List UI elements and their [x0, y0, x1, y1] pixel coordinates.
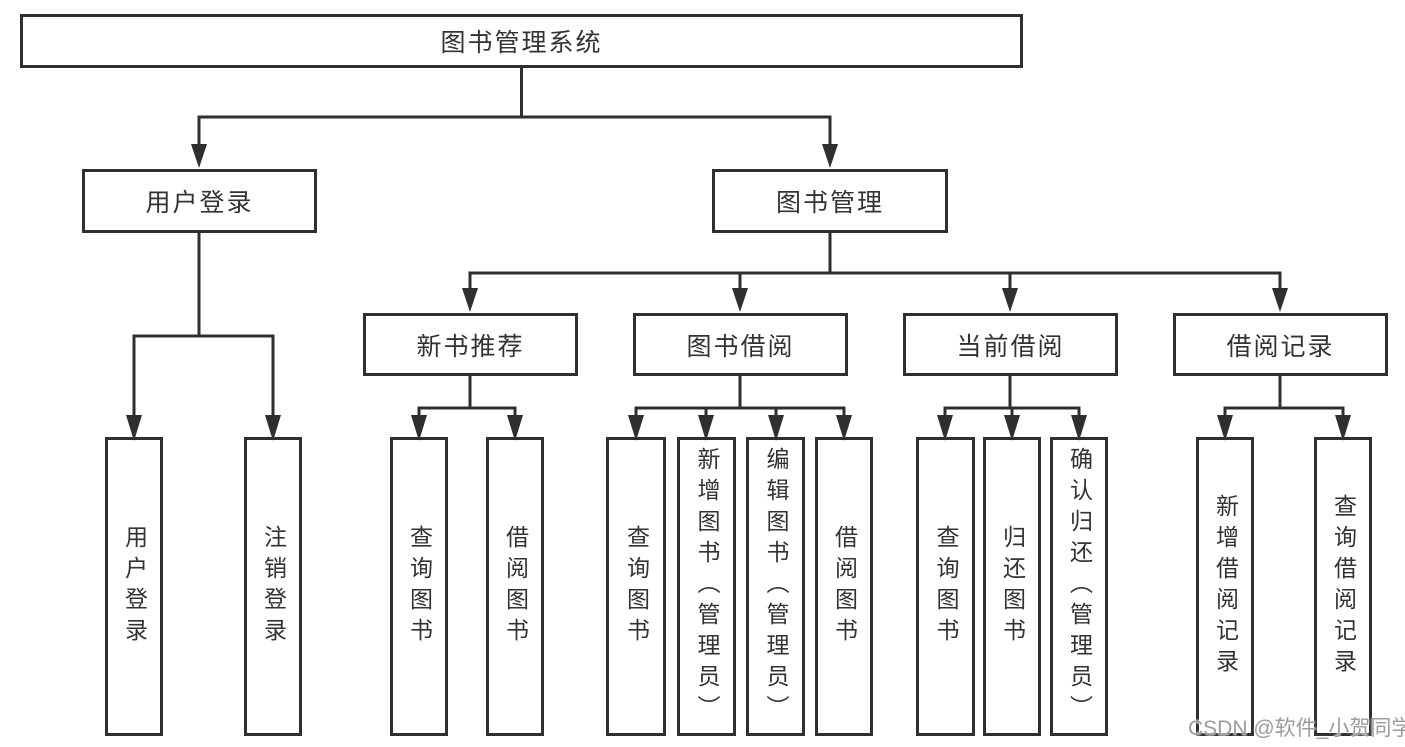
leaf-add-book-admin-label: 新增图书（管理员） [694, 447, 720, 726]
leaf-add-borrow-record: 新增借阅记录 [1196, 437, 1254, 736]
leaf-query-book-recommend: 查询图书 [390, 437, 448, 736]
node-user-login: 用户登录 [82, 169, 317, 233]
node-borrow-record-label: 借阅记录 [1226, 332, 1335, 361]
leaf-borrow-book-recommend: 借阅图书 [486, 437, 544, 736]
leaf-return-book: 归还图书 [983, 437, 1041, 736]
leaf-borrow-book-borrowsec: 借阅图书 [815, 437, 873, 736]
leaf-user-login-label: 用户登录 [121, 524, 148, 649]
node-root-system: 图书管理系统 [20, 14, 1023, 68]
leaf-query-book-borrowsec: 查询图书 [606, 437, 666, 736]
leaf-query-borrow-record: 查询借阅记录 [1314, 437, 1372, 736]
leaf-logout: 注销登录 [244, 437, 302, 736]
node-new-book-recommend-label: 新书推荐 [416, 332, 525, 361]
leaf-edit-book-admin: 编辑图书（管理员） [746, 437, 805, 736]
node-borrow-record: 借阅记录 [1173, 313, 1388, 376]
leaf-query-book-borrowsec-label: 查询图书 [623, 524, 650, 649]
node-root-label: 图书管理系统 [440, 29, 603, 57]
node-current-borrow: 当前借阅 [903, 313, 1118, 376]
leaf-confirm-return-admin: 确认归还（管理员） [1050, 437, 1108, 736]
node-book-borrow-label: 图书借阅 [686, 332, 795, 361]
leaf-query-book-recommend-label: 查询图书 [406, 524, 433, 649]
node-book-borrow: 图书借阅 [633, 313, 848, 376]
leaf-add-borrow-record-label: 新增借阅记录 [1212, 493, 1239, 680]
leaf-return-book-label: 归还图书 [999, 524, 1026, 649]
node-new-book-recommend: 新书推荐 [363, 313, 578, 376]
leaf-borrow-book-borrowsec-label: 借阅图书 [831, 524, 858, 649]
leaf-edit-book-admin-label: 编辑图书（管理员） [763, 447, 789, 726]
node-book-management-label: 图书管理 [775, 189, 884, 217]
leaf-borrow-book-recommend-label: 借阅图书 [502, 524, 529, 649]
leaf-query-book-current-label: 查询图书 [933, 524, 959, 649]
leaf-confirm-return-admin-label: 确认归还（管理员） [1066, 447, 1093, 726]
leaf-query-book-current: 查询图书 [916, 437, 975, 736]
csdn-watermark: CSDN @软件_小贺同学 [1188, 717, 1405, 740]
node-current-borrow-label: 当前借阅 [956, 332, 1065, 361]
node-user-login-label: 用户登录 [145, 189, 254, 217]
leaf-query-borrow-record-label: 查询借阅记录 [1330, 493, 1357, 680]
leaf-logout-label: 注销登录 [260, 524, 287, 649]
leaf-add-book-admin: 新增图书（管理员） [677, 437, 736, 736]
leaf-user-login: 用户登录 [105, 437, 163, 736]
node-book-management: 图书管理 [712, 169, 948, 233]
